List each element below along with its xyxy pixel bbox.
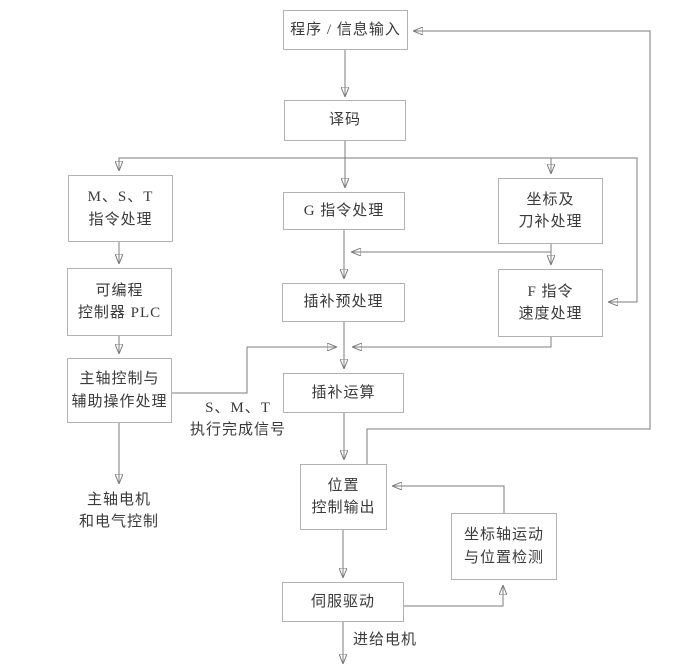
box-coord-toolcomp-line1: 坐标及 [526, 191, 575, 208]
box-coord-toolcomp-line2: 刀补处理 [518, 214, 583, 230]
box-position-output-line1: 位置 [327, 477, 360, 494]
box-f-speed-line2: 速度处理 [518, 306, 583, 322]
box-position-output: 位置 控制输出 [300, 464, 387, 530]
box-g-command-label: G 指令处理 [303, 202, 385, 219]
label-smt-done-signal-line2: 执行完成信号 [189, 421, 286, 438]
box-servo-drive: 伺服驱动 [282, 582, 404, 622]
edge-fspeed-to-interpcalc [353, 337, 552, 347]
box-coord-motion-line2: 与位置检测 [463, 549, 544, 566]
box-plc-line1: 可编程 [95, 282, 144, 299]
box-interp-preprocess: 插补预处理 [282, 283, 405, 322]
edge-spindlectrl-to-interpcalc [172, 347, 336, 394]
box-servo-drive-label: 伺服驱动 [310, 593, 375, 610]
label-feed-motor-line1: 进给电机 [352, 632, 417, 648]
label-spindle-motor-line2: 和电气控制 [78, 513, 159, 530]
box-plc: 可编程 控制器 PLC [67, 268, 172, 336]
box-coord-motion-line1: 坐标轴运动 [463, 527, 544, 543]
box-interp-calc: 插补运算 [283, 373, 404, 413]
box-plc-line2: 控制器 PLC [77, 305, 162, 321]
box-position-output-line2: 控制输出 [311, 500, 376, 516]
box-g-command: G 指令处理 [283, 192, 405, 230]
edge-coordmotion-to-posout [393, 486, 505, 513]
box-interp-preprocess-label: 插补预处理 [303, 294, 384, 311]
label-spindle-motor: 主轴电机 和电气控制 [71, 490, 167, 534]
label-smt-done-signal-line1: S、M、T [205, 400, 271, 416]
box-decode-label: 译码 [328, 112, 361, 129]
box-coord-motion-detect: 坐标轴运动 与位置检测 [451, 513, 557, 580]
box-program-input-label: 程序 / 信息输入 [290, 21, 401, 38]
box-spindle-control-line2: 辅助操作处理 [71, 393, 168, 410]
edge-posout-to-input-feedback [366, 31, 651, 464]
box-mst-line2: 指令处理 [88, 211, 153, 228]
box-f-speed: F 指令 速度处理 [498, 269, 603, 337]
box-f-speed-line1: F 指令 [527, 283, 574, 300]
edge-coordtool-to-interppre [352, 244, 552, 252]
box-coord-toolcomp: 坐标及 刀补处理 [498, 178, 603, 244]
label-smt-done-signal: S、M、T 执行完成信号 [182, 398, 294, 442]
box-spindle-control-line1: 主轴控制与 [79, 371, 160, 387]
edge-servo-to-coordmotion [404, 586, 503, 607]
edge-decode-to-mst [119, 157, 345, 170]
box-decode: 译码 [284, 100, 406, 141]
label-spindle-motor-line1: 主轴电机 [86, 492, 151, 508]
box-spindle-control: 主轴控制与 辅助操作处理 [67, 358, 172, 423]
edge-decode-to-fspeed [345, 157, 638, 302]
box-interp-calc-label: 插补运算 [311, 384, 376, 401]
box-mst-processing: M、S、T 指令处理 [68, 175, 173, 242]
box-mst-line1: M、S、T [87, 189, 154, 205]
box-program-input: 程序 / 信息输入 [283, 10, 408, 50]
label-feed-motor: 进给电机 [345, 630, 425, 652]
